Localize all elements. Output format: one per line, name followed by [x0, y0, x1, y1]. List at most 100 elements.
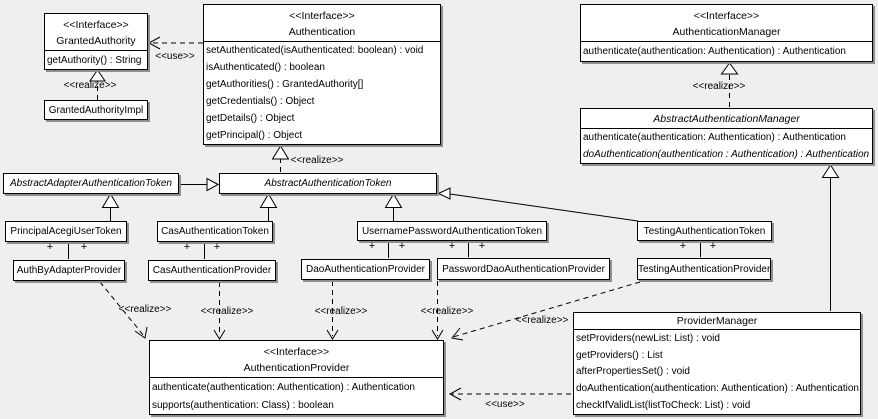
method-row: setProviders(newList: List) : void [576, 332, 720, 344]
assoc-plus-cas-right: + [213, 241, 221, 253]
assoc-plus-userpdao-left: + [448, 240, 456, 252]
use-label-grantedauthority: <<use>> [155, 51, 195, 62]
class-name: GrantedAuthority [56, 35, 136, 47]
class-password-dao-authentication-provider: PasswordDaoAuthenticationProvider [437, 258, 610, 280]
use-arrowhead-authenticationprovider [448, 387, 462, 401]
method-compartment: getAuthority() : String [45, 51, 147, 69]
realize-edge-testingauthenticationprovider [452, 281, 641, 338]
method-row: doAuthentication(authentication : Authen… [583, 149, 870, 160]
class-stereotype: <<Interface>> [63, 19, 129, 31]
method-row: authenticate(authentication: Authenticat… [583, 132, 846, 143]
method-row: getDetails() : Object [206, 113, 295, 124]
realize-arrowhead-p5 [451, 327, 464, 341]
class-name: AuthByAdapterProvider [16, 265, 122, 276]
class-header: <<Interface>> GrantedAuthority [45, 14, 147, 51]
realize-triangle-authentication [271, 145, 290, 160]
realize-arrowhead-p1 [134, 326, 148, 339]
method-row: authenticate(authentication: Authenticat… [583, 46, 846, 57]
class-name: Authentication [288, 26, 356, 38]
class-header: <<Interface>> AuthenticationProvider [150, 341, 443, 378]
class-authentication-provider: <<Interface>> AuthenticationProvider aut… [149, 340, 444, 415]
method-compartment: setAuthenticated(isAuthenticated: boolea… [204, 42, 440, 144]
class-name: PasswordDaoAuthenticationProvider [442, 263, 605, 275]
method-row: authenticate(authentication: Authenticat… [152, 381, 415, 393]
class-testing-authentication-provider: TestingAuthenticationProvider [637, 258, 771, 280]
class-header: <<Interface>> Authentication [204, 5, 440, 42]
class-granted-authority: <<Interface>> GrantedAuthority getAuthor… [44, 13, 148, 70]
method-compartment: authenticate(authentication: Authenticat… [581, 42, 872, 61]
class-name: DaoAuthenticationProvider [306, 264, 425, 275]
use-arrowhead-grantedauthority [147, 36, 161, 50]
class-stereotype: <<Interface>> [289, 10, 355, 22]
assoc-plus-userdao-right: + [398, 240, 406, 252]
assoc-plus-userpdao-right: + [478, 240, 486, 252]
realize-edge-authbyadapterprovider [99, 281, 145, 337]
class-name: TestingAuthenticationProvider [638, 263, 771, 275]
method-row: afterPropertiesSet() : void [576, 366, 690, 378]
class-name: AbstractAdapterAuthenticationToken [10, 178, 172, 189]
class-name: PrincipalAcegiUserToken [10, 226, 122, 237]
method-row: doAuthentication(authentication: Authent… [576, 383, 859, 395]
class-authentication: <<Interface>> Authentication setAuthenti… [203, 4, 441, 145]
realize-label-grantedauthorityimpl: <<realize>> [63, 80, 117, 91]
class-dao-authentication-provider: DaoAuthenticationProvider [301, 259, 430, 280]
realize-label-authbyadapter: <<realize>> [118, 304, 172, 315]
class-cas-authentication-token: CasAuthenticationToken [157, 221, 273, 242]
realize-arrowhead-p4 [431, 329, 444, 340]
method-compartment: setProviders(newList: List) : void getPr… [574, 330, 860, 414]
class-name: CasAuthenticationToken [161, 226, 269, 237]
class-abstract-authentication-token: AbstractAuthenticationToken [219, 173, 437, 194]
assoc-plus-testing-right: + [709, 240, 717, 252]
assoc-plus-principal-left: + [46, 241, 54, 253]
generalization-edge-testingauthenticationtoken [449, 193, 639, 222]
class-testing-authentication-token: TestingAuthenticationToken [637, 221, 772, 241]
generalization-triangle-token-bottom-right [384, 193, 403, 208]
class-principal-acegi-user-token: PrincipalAcegiUserToken [5, 221, 127, 242]
method-row: setAuthenticated(isAuthenticated: boolea… [206, 45, 424, 56]
class-abstract-adapter-authentication-token: AbstractAdapterAuthenticationToken [3, 173, 179, 194]
assoc-plus-cas-left: + [183, 241, 191, 253]
use-label-providermanager: <<use>> [485, 399, 525, 410]
method-row: getProviders() : List [576, 349, 663, 361]
class-name: AuthenticationProvider [243, 362, 350, 374]
class-stereotype: <<Interface>> [693, 10, 760, 22]
class-abstract-authentication-manager: AbstractAuthenticationManager authentica… [580, 108, 873, 164]
generalization-triangle-abstractmanager-bottom [821, 164, 840, 178]
realize-arrowhead-p3 [326, 329, 339, 340]
class-authentication-manager: <<Interface>> AuthenticationManager auth… [580, 4, 873, 62]
assoc-plus-principal-right: + [80, 241, 88, 253]
generalization-triangle-token-bottom-left [259, 193, 278, 208]
method-compartment: authenticate(authentication: Authenticat… [581, 129, 872, 163]
class-name: TestingAuthenticationToken [643, 225, 766, 237]
realize-label-abstractmanager: <<realize>> [692, 81, 746, 92]
class-auth-by-adapter-provider: AuthByAdapterProvider [13, 260, 125, 281]
method-row: isAuthenticated() : boolean [206, 62, 325, 73]
method-row: getCredentials() : Object [206, 96, 315, 107]
generalization-triangle-abstracttoken-left [206, 177, 220, 192]
realize-label-casprovider: <<realize>> [200, 306, 254, 317]
method-row: supports(authentication: Class) : boolea… [152, 399, 334, 411]
method-row: getPrincipal() : Object [206, 130, 303, 141]
realize-triangle-authenticationmanager [720, 62, 739, 75]
class-granted-authority-impl: GrantedAuthorityImpl [44, 100, 148, 120]
class-name: ProviderManager [574, 313, 860, 330]
assoc-plus-userdao-left: + [368, 240, 376, 252]
realize-label-abstracttoken: <<realize>> [290, 155, 344, 166]
class-name: UsernamePasswordAuthenticationToken [361, 225, 543, 237]
class-stereotype: <<Interface>> [263, 346, 330, 358]
method-row: getAuthorities() : GrantedAuthority[] [206, 79, 364, 90]
class-header: <<Interface>> AuthenticationManager [581, 5, 872, 42]
class-cas-authentication-provider: CasAuthenticationProvider [148, 260, 276, 281]
class-provider-manager: ProviderManager setProviders(newList: Li… [573, 312, 861, 415]
generalization-triangle-adapter-bottom [101, 193, 120, 208]
method-row: checkIfValidList(listToCheck: List) : vo… [576, 400, 751, 412]
class-name: CasAuthenticationProvider [152, 265, 272, 276]
realize-label-daoprovider: <<realize>> [314, 306, 368, 317]
realize-arrowhead-p2 [213, 329, 226, 340]
method-row: getAuthority() : String [47, 54, 142, 66]
class-name: GrantedAuthorityImpl [48, 104, 144, 116]
realize-label-passworddaoprovider: <<realize>> [420, 306, 474, 317]
assoc-plus-testing-left: + [679, 240, 687, 252]
